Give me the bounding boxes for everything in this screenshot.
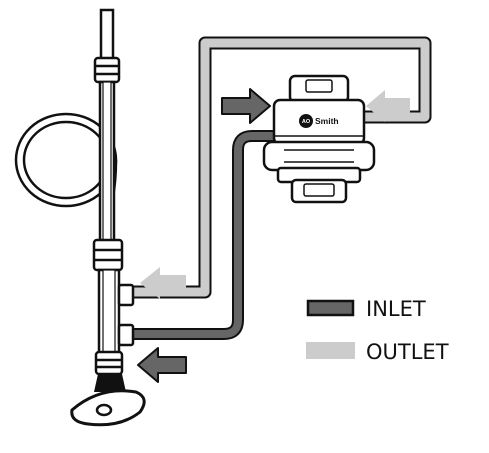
faucet-icon [70, 374, 146, 427]
inlet-arrow-icon [137, 347, 187, 383]
diverter-valve [94, 268, 135, 376]
inlet-pipe [133, 130, 275, 340]
supply-line [92, 8, 124, 272]
brand-logo: AO Smith [299, 114, 339, 128]
outlet-arrow-icon [140, 267, 186, 299]
water-filter-icon [262, 74, 376, 204]
legend-inlet-swatch [306, 299, 355, 317]
brand-logo-mark: AO [302, 119, 311, 125]
inlet-arrow-icon [221, 88, 271, 124]
legend-inlet-label: INLET [366, 297, 426, 321]
legend-outlet-swatch [306, 342, 355, 359]
legend-outlet-label: OUTLET [366, 340, 449, 364]
outlet-pipe [133, 36, 432, 299]
outlet-arrow-icon [366, 90, 410, 122]
legend: INLET OUTLET [306, 297, 449, 364]
brand-name: Smith [315, 116, 339, 126]
